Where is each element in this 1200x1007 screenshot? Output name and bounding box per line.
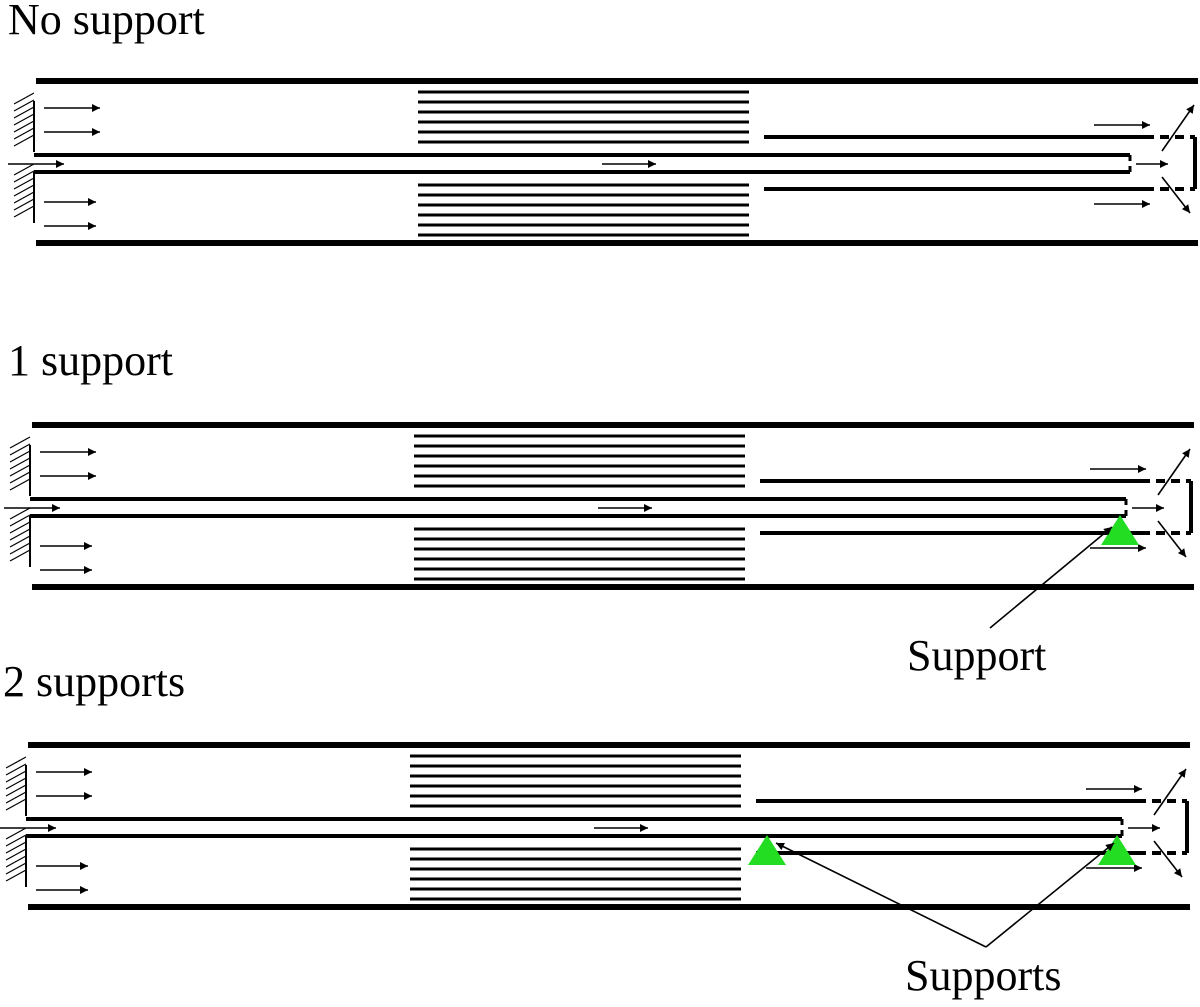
support-callout-label: Support <box>907 631 1046 680</box>
wall-hatch <box>13 177 35 190</box>
wall-hatch <box>13 134 35 147</box>
panel-title-one-support: 1 support <box>8 336 173 385</box>
wall-hatch <box>9 507 31 520</box>
flow-arrow-icon <box>1153 840 1183 878</box>
wall-hatch <box>13 184 35 197</box>
wall-hatch <box>9 464 31 477</box>
wall-hatch <box>13 198 35 211</box>
wall-hatch <box>5 855 27 868</box>
wall-hatch <box>13 120 35 133</box>
wall-hatch <box>13 106 35 119</box>
panel-title-no-support: No support <box>8 0 205 44</box>
wall-hatch <box>9 443 31 456</box>
flow-arrow-icon <box>1161 176 1191 214</box>
wall-hatch <box>5 784 27 797</box>
wall-hatch <box>13 170 35 183</box>
flow-arrow-icon <box>1153 768 1187 816</box>
wall-hatch <box>5 770 27 783</box>
support-triangle-icon <box>1101 515 1139 545</box>
wall-hatch <box>5 763 27 776</box>
wall-hatch <box>5 827 27 840</box>
wall-hatch <box>5 777 27 790</box>
wall-hatch <box>13 191 35 204</box>
wall-hatch <box>5 848 27 861</box>
wall-hatch <box>9 471 31 484</box>
wall-hatch <box>9 478 31 491</box>
support-triangle-icon <box>748 835 786 865</box>
panel-title-two-supports: 2 supports <box>3 657 185 706</box>
hatched-wall-icon <box>9 436 31 567</box>
support-triangle-icon <box>1098 835 1136 865</box>
wall-hatch <box>9 549 31 562</box>
panel-two-supports <box>0 742 1190 910</box>
wall-hatch <box>9 535 31 548</box>
wall-hatch <box>13 113 35 126</box>
supports-callout-label: Supports <box>905 951 1061 1000</box>
wall-hatch <box>9 521 31 534</box>
panel-no-support <box>8 78 1198 246</box>
wall-hatch <box>13 92 35 105</box>
wall-hatch <box>13 127 35 140</box>
wall-hatch <box>13 163 35 176</box>
wall-hatch <box>5 791 27 804</box>
wall-hatch <box>5 798 27 811</box>
callout-leaders <box>775 526 1115 948</box>
hatched-wall-icon <box>13 92 35 223</box>
panel-one-support <box>4 422 1194 590</box>
wall-hatch <box>5 834 27 847</box>
wall-hatch <box>13 99 35 112</box>
wall-hatch <box>5 841 27 854</box>
wall-hatch <box>5 862 27 875</box>
support-leader-arrow <box>989 526 1113 629</box>
supports-leader-arrow <box>775 842 987 948</box>
wall-hatch <box>9 457 31 470</box>
supports-leader-arrow <box>985 842 1115 948</box>
wall-hatch <box>9 542 31 555</box>
flow-arrow-icon <box>1157 520 1187 558</box>
wall-hatch <box>5 869 27 882</box>
hatched-wall-icon <box>5 756 27 887</box>
flow-arrow-icon <box>1157 448 1191 496</box>
flow-arrow-icon <box>1161 104 1195 152</box>
wall-hatch <box>9 436 31 449</box>
wall-hatch <box>5 756 27 769</box>
wall-hatch <box>13 205 35 218</box>
wall-hatch <box>9 514 31 527</box>
wall-hatch <box>9 450 31 463</box>
wall-hatch <box>9 528 31 541</box>
